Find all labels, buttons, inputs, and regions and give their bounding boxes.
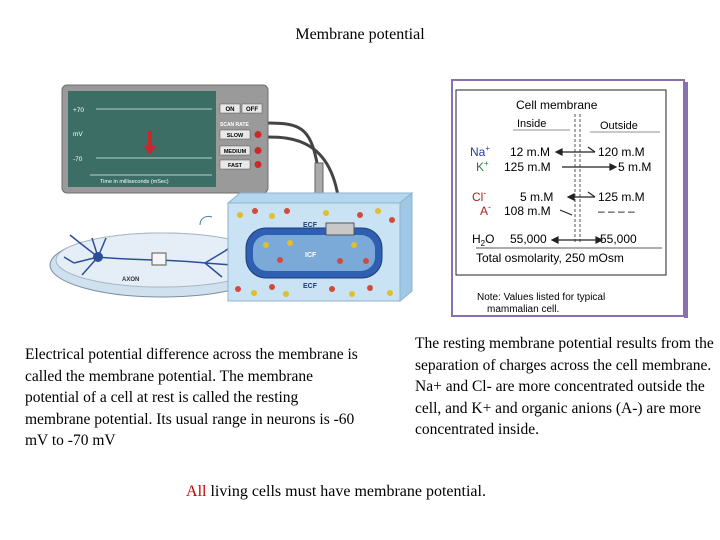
fast-button — [219, 159, 251, 170]
scan-rate-label: SCAN RATE — [220, 122, 249, 128]
k-outside-value: 5 m.M — [618, 160, 651, 174]
ecf-top-label: ECF — [303, 222, 318, 229]
footer-statement: All living cells must have membrane pote… — [0, 483, 672, 501]
chamber-top — [226, 192, 414, 204]
minus70-label: -70 — [73, 156, 83, 163]
fast-indicator-light — [254, 161, 262, 168]
fast-button-label: FAST — [228, 163, 243, 169]
explanation-paragraph: The resting membrane potential results f… — [415, 335, 714, 438]
zoom-arrow-icon — [199, 215, 213, 226]
cl-ion-label: Cl- — [472, 188, 486, 204]
on-button — [219, 103, 241, 114]
na-ion-label: Na+ — [470, 144, 490, 159]
on-button-label: ON — [226, 107, 235, 113]
off-button — [241, 103, 263, 114]
k-inside-value: 125 m.M — [504, 160, 551, 174]
anion-label: A- — [480, 202, 491, 218]
footer-rest: living cells must have membrane potentia… — [206, 483, 486, 500]
icf-label: ICF — [305, 252, 317, 259]
time-axis-label: Time in milliseconds (mSec) — [100, 179, 169, 185]
slow-button-label: SLOW — [227, 133, 244, 139]
water-outside-value: 55,000 — [600, 232, 637, 246]
anion-outside-value: – – – – — [598, 204, 635, 218]
off-button-label: OFF — [246, 107, 258, 113]
probe-clamp — [314, 162, 324, 194]
anion-inside-value: 108 m.M — [504, 204, 551, 218]
ion-concentration-table: Cell membrane Inside Outside Na+ 12 m.M … — [451, 79, 688, 318]
membrane-apparatus-illustration: +70 mV -70 Time in milliseconds (mSec) O… — [49, 84, 414, 303]
slow-button — [219, 129, 251, 140]
table-header: Cell membrane — [516, 98, 598, 112]
cl-inside-value: 5 m.M — [520, 190, 553, 204]
flux-arrows — [550, 146, 618, 244]
oscilloscope-screen — [68, 91, 216, 187]
slow-indicator-light — [254, 131, 262, 138]
icf-region — [253, 235, 375, 271]
table-shadow — [684, 82, 688, 318]
neuron-cell-body — [93, 252, 103, 262]
cl-outside-value: 125 m.M — [598, 190, 645, 204]
microelectrode-holder — [325, 222, 355, 236]
mv-label: mV — [73, 131, 83, 138]
medium-button — [219, 145, 251, 156]
electrode-wire — [265, 121, 321, 176]
indicator-arrow-head-icon — [144, 146, 156, 155]
slide-title: Membrane potential — [295, 26, 425, 43]
definition-paragraph: Electrical potential difference across t… — [25, 346, 358, 449]
inside-header: Inside — [517, 118, 546, 130]
plus70-label: +70 — [73, 107, 84, 114]
na-inside-value: 12 m.M — [510, 145, 550, 159]
electrode-wire — [265, 135, 342, 216]
chamber-side — [399, 191, 413, 303]
table-note-line1: Note: Values listed for typical — [477, 292, 605, 303]
recording-site-box — [151, 252, 167, 266]
ecf-bottom-label: ECF — [303, 283, 318, 290]
outside-header: Outside — [600, 120, 638, 132]
medium-button-label: MEDIUM — [224, 149, 247, 155]
table-note-line2: mammalian cell. — [487, 304, 559, 315]
table-panel — [455, 89, 667, 276]
total-osmolarity: Total osmolarity, 250 mOsm — [476, 251, 624, 265]
k-ion-label: K+ — [476, 159, 489, 174]
water-inside-value: 55,000 — [510, 232, 547, 246]
water-label: H2O — [472, 232, 494, 248]
medium-indicator-light — [254, 147, 262, 154]
axon-label: AXON — [122, 277, 139, 283]
ion-particles — [235, 208, 395, 297]
footer-highlight: All — [186, 483, 207, 500]
na-outside-value: 120 m.M — [598, 145, 645, 159]
